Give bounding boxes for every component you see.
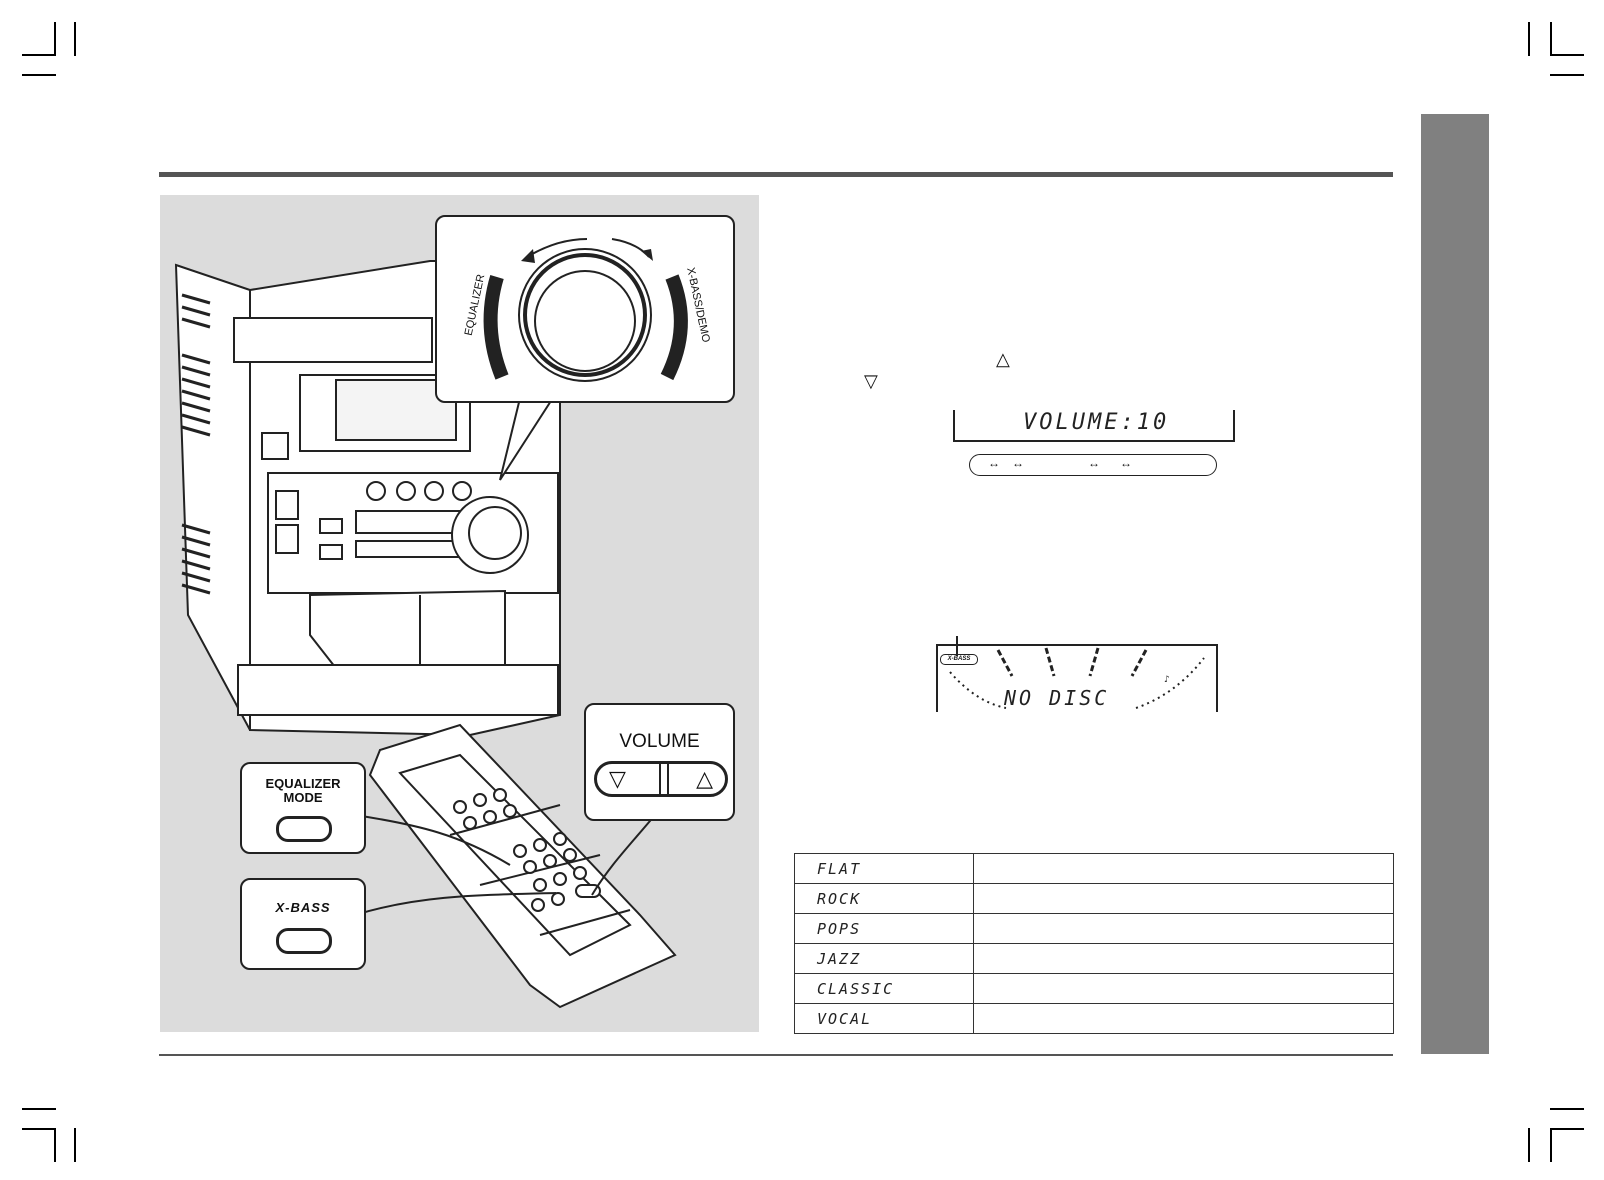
xbass-display: X-BASS ♪ NO DISC (936, 636, 1218, 712)
eq-description-cell (973, 1003, 1394, 1034)
eq-mode-cell: ROCK (793, 883, 975, 914)
eq-mode-cell: JAZZ (793, 943, 975, 974)
table-row: POPS (793, 913, 1394, 944)
knob-closeup-callout: EQUALIZER X-BASS/DEMO (435, 215, 735, 403)
eq-mode-cell: FLAT (793, 853, 975, 884)
table-row: VOCAL (793, 1003, 1394, 1034)
volume-display: VOLUME:10 ↔ ↔ ↔ ↔ (953, 410, 1235, 480)
bottom-rule (159, 1054, 1393, 1056)
volume-button-callout: VOLUME ▽ △ (584, 703, 735, 821)
spectrum-segments-icon: ♪ (949, 647, 1205, 709)
volume-up-icon[interactable]: △ (696, 766, 713, 791)
level-arrow-icon: ↔ (1088, 456, 1100, 470)
eq-description-cell (973, 943, 1394, 974)
xbass-label: X-BASS (275, 900, 331, 915)
table-row: JAZZ (793, 943, 1394, 974)
equalizer-mode-label-line1: EQUALIZER (265, 776, 341, 791)
volume-label: VOLUME (619, 731, 700, 752)
level-arrow-icon: ↔ (988, 456, 1000, 470)
xbass-callout: X-BASS (240, 878, 366, 970)
eq-description-cell (973, 853, 1394, 884)
table-row: FLAT (793, 853, 1394, 884)
remote-control-drawing (368, 723, 677, 1009)
equalizer-mode-table: FLAT ROCK POPS JAZZ CLASSIC VOCAL (793, 853, 1394, 1034)
equalizer-mode-label-line2: MODE (283, 790, 323, 805)
xbass-button[interactable] (276, 928, 332, 954)
table-row: CLASSIC (793, 973, 1394, 1004)
eq-mode-cell: VOCAL (793, 1003, 975, 1034)
up-arrow-icon: △ (996, 349, 1010, 369)
xbass-display-text: NO DISC (1004, 686, 1110, 710)
eq-mode-cell: CLASSIC (793, 973, 975, 1004)
volume-rocker[interactable]: ▽ △ (594, 761, 728, 797)
eq-mode-cell: POPS (793, 913, 975, 944)
equalizer-mode-callout: EQUALIZER MODE (240, 762, 366, 854)
level-arrow-icon: ↔ (1120, 456, 1132, 470)
illustration-panel: EQUALIZER X-BASS/DEMO VOLUME ▽ △ EQUALIZ… (160, 195, 759, 1032)
table-row: ROCK (793, 883, 1394, 914)
equalizer-mode-button[interactable] (276, 816, 332, 842)
level-arrow-icon: ↔ (1012, 456, 1024, 470)
vent-grille (181, 293, 211, 595)
side-index-tab (1421, 114, 1489, 1054)
eq-description-cell (973, 913, 1394, 944)
eq-description-cell (973, 973, 1394, 1004)
top-rule (159, 172, 1393, 177)
volume-level-bar: ↔ ↔ ↔ ↔ (969, 454, 1217, 476)
down-arrow-icon: ▽ (864, 371, 878, 391)
eq-description-cell (973, 883, 1394, 914)
volume-down-icon[interactable]: ▽ (609, 766, 626, 791)
xbass-indicator-badge: X-BASS (940, 654, 978, 665)
volume-display-text: VOLUME:10 (1023, 410, 1170, 435)
volume-knob-icon (483, 238, 688, 382)
svg-text:♪: ♪ (1164, 675, 1170, 685)
